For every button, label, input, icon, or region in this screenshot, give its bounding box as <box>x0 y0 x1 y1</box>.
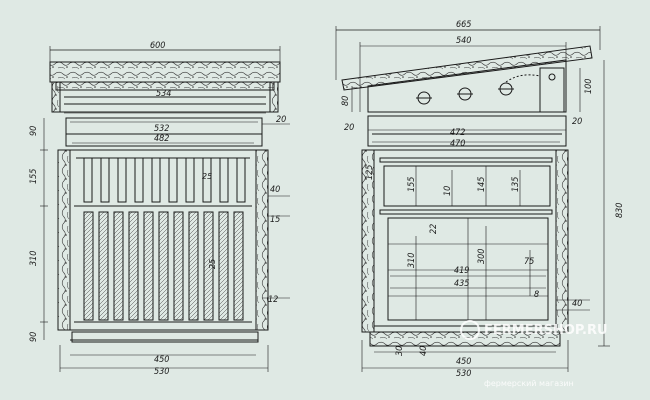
front-left-wall <box>57 149 71 331</box>
front-dim-450: 450 <box>154 355 169 365</box>
watermark-tagline: фермерский магазин <box>484 379 574 388</box>
front-dim-40: 40 <box>270 185 280 195</box>
front-dim-90-top: 90 <box>29 126 39 136</box>
front-dim-25-b: 25 <box>208 259 217 269</box>
front-dim-90-bottom: 90 <box>29 332 39 342</box>
side-dim-22: 22 <box>429 224 439 234</box>
side-dim-540: 540 <box>456 36 471 46</box>
side-dim-80: 80 <box>341 96 351 106</box>
side-dim-40-b: 40 <box>419 346 429 356</box>
watermark-logo-icon <box>460 320 480 340</box>
side-dim-10: 10 <box>443 186 453 196</box>
front-upper-frames <box>76 157 250 203</box>
side-dim-300: 300 <box>477 249 487 264</box>
watermark-site: FERMERSHOP.RU <box>484 323 608 338</box>
side-dim-135: 135 <box>511 177 521 192</box>
side-dim-40: 40 <box>572 299 582 309</box>
side-upper-box <box>367 59 567 113</box>
side-dim-145: 145 <box>477 177 487 192</box>
front-dim-155: 155 <box>29 169 39 184</box>
side-dim-435: 435 <box>454 279 469 289</box>
front-dim-530: 530 <box>154 367 169 377</box>
side-feeder-box <box>539 67 565 113</box>
side-dim-472: 472 <box>450 128 465 138</box>
side-bottom-board <box>369 331 561 347</box>
front-dim-482: 482 <box>154 134 169 144</box>
front-dim-534: 534 <box>156 89 171 99</box>
front-dim-310: 310 <box>29 251 39 266</box>
side-dim-450: 450 <box>456 357 471 367</box>
side-dim-310: 310 <box>407 253 417 268</box>
front-dim-12: 12 <box>268 295 278 305</box>
side-dim-665: 665 <box>456 20 471 30</box>
side-dim-20-b: 20 <box>572 117 582 127</box>
front-view <box>40 46 290 372</box>
side-dim-470: 470 <box>450 139 465 149</box>
side-view <box>335 26 610 372</box>
side-dim-8: 8 <box>534 290 539 300</box>
side-dim-530: 530 <box>456 369 471 379</box>
side-dim-30: 30 <box>395 346 405 356</box>
front-right-wall <box>255 149 269 331</box>
front-roof-board <box>49 61 281 83</box>
side-super <box>367 115 567 147</box>
front-super <box>65 117 263 147</box>
front-dim-20-top: 20 <box>276 115 286 125</box>
side-dim-20-a: 20 <box>344 123 354 133</box>
side-dim-125: 125 <box>365 165 375 180</box>
side-dim-419: 419 <box>454 266 469 276</box>
front-bottom-board <box>71 331 259 343</box>
side-dim-830: 830 <box>615 203 625 218</box>
front-dim-15: 15 <box>270 215 280 225</box>
front-dim-25-a: 25 <box>202 172 212 181</box>
side-dim-75: 75 <box>524 257 534 267</box>
front-dim-600: 600 <box>150 41 165 51</box>
watermark: FERMERSHOP.RU фермерский магазин <box>460 320 608 388</box>
side-right-wall <box>555 149 569 333</box>
side-roof <box>341 45 593 91</box>
front-lower-frames <box>83 211 244 321</box>
front-dim-532: 532 <box>154 124 169 134</box>
side-dim-100: 100 <box>584 79 594 94</box>
side-dim-155: 155 <box>407 177 417 192</box>
